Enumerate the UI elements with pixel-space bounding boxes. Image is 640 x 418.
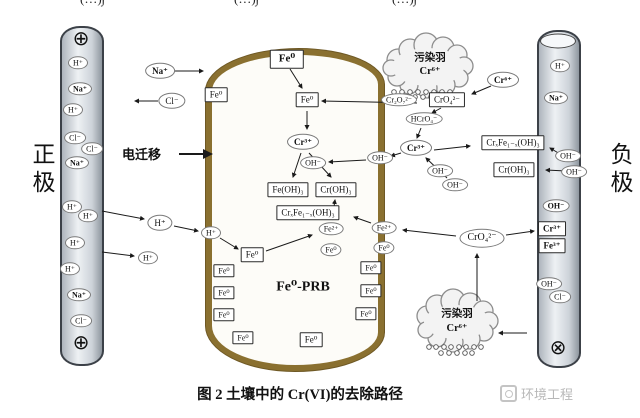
anode-label: 正极 [29,142,54,198]
cr6-cloud-label: Cr⁶⁺ [446,323,468,334]
ion-ellipse: Na⁺ [68,82,92,96]
plus-terminal-icon: ⊕ [72,330,90,354]
fe2-ellipse: Fe²⁺ [371,221,397,235]
ion-ellipse: OH⁻ [542,199,570,213]
cr2o7-ellipse: Cr₂O₇²⁻ [381,93,417,107]
ion-ellipse: Na⁺ [67,288,91,302]
cathode-electrode [537,30,581,368]
crxfe-box: CrₓFe₁₋ₓ(OH)₃ [276,205,340,221]
cr3-box: Cr³⁺ [538,221,566,237]
na-ellipse: Na⁺ [145,62,175,80]
fe0-box: Fe⁰ [204,87,228,103]
cropped-text-fragments: (…)∫ (…)∫ (…)∫ [0,0,640,7]
cropped-fragment: (…)∫ [392,0,417,7]
cro4-box: CrO₄²⁻ [428,92,466,108]
cropped-fragment: (…)∫ [80,0,105,7]
croh3-box: Cr(OH)₃ [315,182,357,198]
ion-ellipse: Cl⁻ [64,131,86,145]
fe0-ellipse: Fe⁰ [373,241,395,255]
ion-ellipse: Cl⁻ [549,290,571,304]
fe2-ellipse: Fe²⁺ [318,222,344,236]
ion-ellipse: H⁺ [63,103,83,117]
cathode-top-lid [540,33,576,49]
cropped-fragment: (…)∫ [234,0,259,7]
ion-ellipse: Na⁺ [65,156,89,170]
plus-terminal-icon: ⊕ [72,26,90,50]
cathode-label: 负极 [607,142,632,198]
ion-ellipse: H⁺ [65,236,85,250]
cro4-ellipse: CrO₄²⁻ [459,228,505,248]
cr6-ellipse: Cr⁶⁺ [487,71,519,89]
fe0-box: Fe⁰ [269,49,305,69]
fe3-box: Fe³⁺ [538,238,566,254]
watermark: 环境工程 [500,384,573,403]
fe0-box: Fe⁰ [355,307,377,321]
h-ellipse: H⁺ [147,214,173,232]
fe0-ellipse: Fe⁰ [320,243,342,257]
ion-ellipse: H⁺ [78,209,98,223]
ion-ellipse: Cl⁻ [81,142,103,156]
fe0-box: Fe⁰ [295,92,319,108]
figure-caption: 图 2 土壤中的 Cr(VI)的去除路径 [197,387,403,403]
prb-label: Fe⁰-PRB [276,279,330,295]
h-ellipse: H⁺ [138,251,158,265]
electromigration-label: 电迁移 [122,147,162,162]
fe0-box: Fe⁰ [213,286,235,300]
oh-ellipse: OH⁻ [555,149,581,163]
plume-label-top: 污染羽 [414,52,446,64]
ion-ellipse: Cl⁻ [70,314,92,328]
cr6-cloud-label: Cr⁶⁺ [419,66,441,77]
cr3-ellipse: Cr³⁺ [287,133,319,151]
watermark-text: 环境工程 [521,387,574,402]
h-ellipse: H⁺ [201,226,221,240]
watermark-logo-icon [500,385,517,402]
fe0-box: Fe⁰ [240,247,264,263]
oh-ellipse: OH⁻ [300,156,326,170]
cr3-ellipse: Cr³⁺ [400,139,432,157]
ion-ellipse: Na⁺ [544,91,568,105]
croh3-box: Cr(OH)₃ [493,162,535,178]
oh-ellipse: OH⁻ [561,165,587,179]
fe0-box: Fe⁰ [213,308,235,322]
oh-ellipse: OH⁻ [442,178,468,192]
ion-ellipse: H⁺ [550,59,570,73]
fe0-box: Fe⁰ [299,332,323,348]
feoh3-box: Fe(OH)₃ [267,182,309,198]
oh-ellipse: OH⁻ [427,164,453,178]
fe0-box: Fe⁰ [232,331,254,345]
x-terminal-icon: ⊗ [549,335,567,359]
ion-ellipse: H⁺ [68,56,88,70]
crxfe-box: CrₓFe₁₋ₓ(OH)₃ [481,135,545,151]
ion-ellipse: OH⁻ [536,277,562,291]
cl-ellipse: Cl⁻ [158,92,186,110]
oh-ellipse: OH⁻ [367,151,393,165]
fe0-box: Fe⁰ [360,261,382,275]
hcro4-ellipse: HCrO₄⁻ [405,112,443,126]
plume-label-bottom: 污染羽 [441,308,473,320]
ion-ellipse: H⁺ [60,262,80,276]
fe0-box: Fe⁰ [360,284,382,298]
ion-ellipse: H⁺ [62,200,82,214]
fe0-box: Fe⁰ [213,264,235,278]
